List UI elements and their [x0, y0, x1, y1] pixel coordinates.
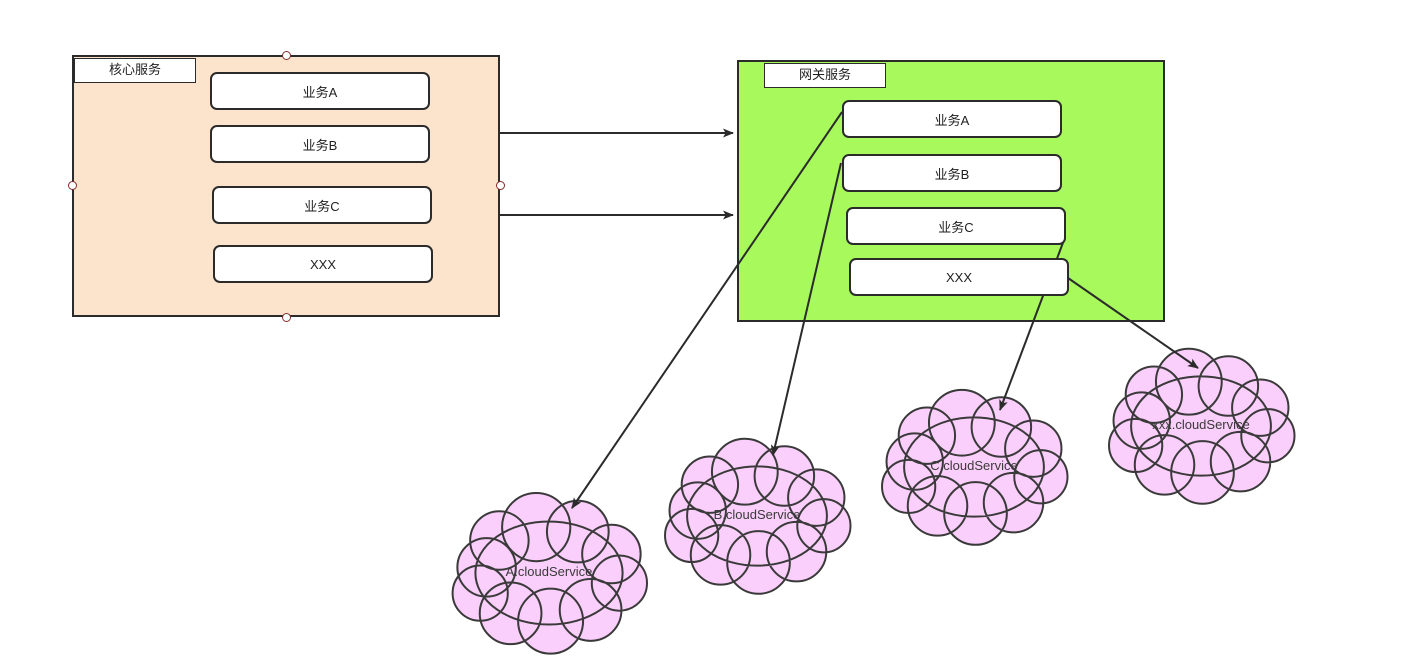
- anchor-point-core-top[interactable]: [281, 50, 291, 60]
- cloud-node-xxx[interactable]: [1108, 347, 1296, 505]
- anchor-point-core-left[interactable]: [67, 180, 77, 190]
- service-box-label: 业务C: [938, 219, 974, 235]
- cloud-node-c[interactable]: [881, 388, 1069, 546]
- service-box-label: XXX: [945, 269, 972, 285]
- group-gateway-service-title: 网关服务: [764, 63, 886, 88]
- cloud-shape-b: [664, 437, 852, 595]
- edge-gw-b-to-cloud[interactable]: [770, 162, 842, 456]
- cloud-label-b: B.cloudService: [713, 507, 801, 522]
- service-box-label: 业务A: [934, 112, 970, 128]
- cloud-node-b[interactable]: [664, 437, 852, 595]
- cloud-label-xxx: xxx.cloudService: [1152, 417, 1250, 432]
- anchor-point-core-bottom[interactable]: [281, 312, 291, 322]
- cloud-label-c: C.cloudService: [930, 458, 1018, 473]
- service-box-gateway-4[interactable]: XXX: [849, 258, 1069, 296]
- service-box-label: 业务A: [302, 84, 338, 100]
- service-box-core-4[interactable]: XXX: [213, 245, 433, 283]
- edge-gw-x-to-cloud[interactable]: [1067, 277, 1199, 369]
- cloud-shape-xxx: [1108, 347, 1296, 505]
- anchor-point-core-right[interactable]: [495, 180, 505, 190]
- cloud-label-a: A.cloudService: [505, 564, 593, 579]
- service-box-gateway-1[interactable]: 业务A: [842, 100, 1062, 138]
- service-box-gateway-2[interactable]: 业务B: [842, 154, 1062, 192]
- service-box-core-2[interactable]: 业务B: [210, 125, 430, 163]
- service-box-label: XXX: [309, 256, 336, 272]
- cloud-shape-a: [451, 492, 649, 655]
- service-box-label: 业务C: [304, 198, 340, 214]
- group-core-service-title: 核心服务: [74, 58, 196, 83]
- service-box-label: 业务B: [302, 137, 338, 153]
- cloud-shape-c: [881, 388, 1069, 546]
- service-box-gateway-3[interactable]: 业务C: [846, 207, 1066, 245]
- cloud-node-a[interactable]: [451, 492, 649, 655]
- service-box-label: 业务B: [934, 166, 970, 182]
- service-box-core-3[interactable]: 业务C: [212, 186, 432, 224]
- edge-gw-a-to-cloud[interactable]: [571, 111, 843, 509]
- service-box-core-1[interactable]: 业务A: [210, 72, 430, 110]
